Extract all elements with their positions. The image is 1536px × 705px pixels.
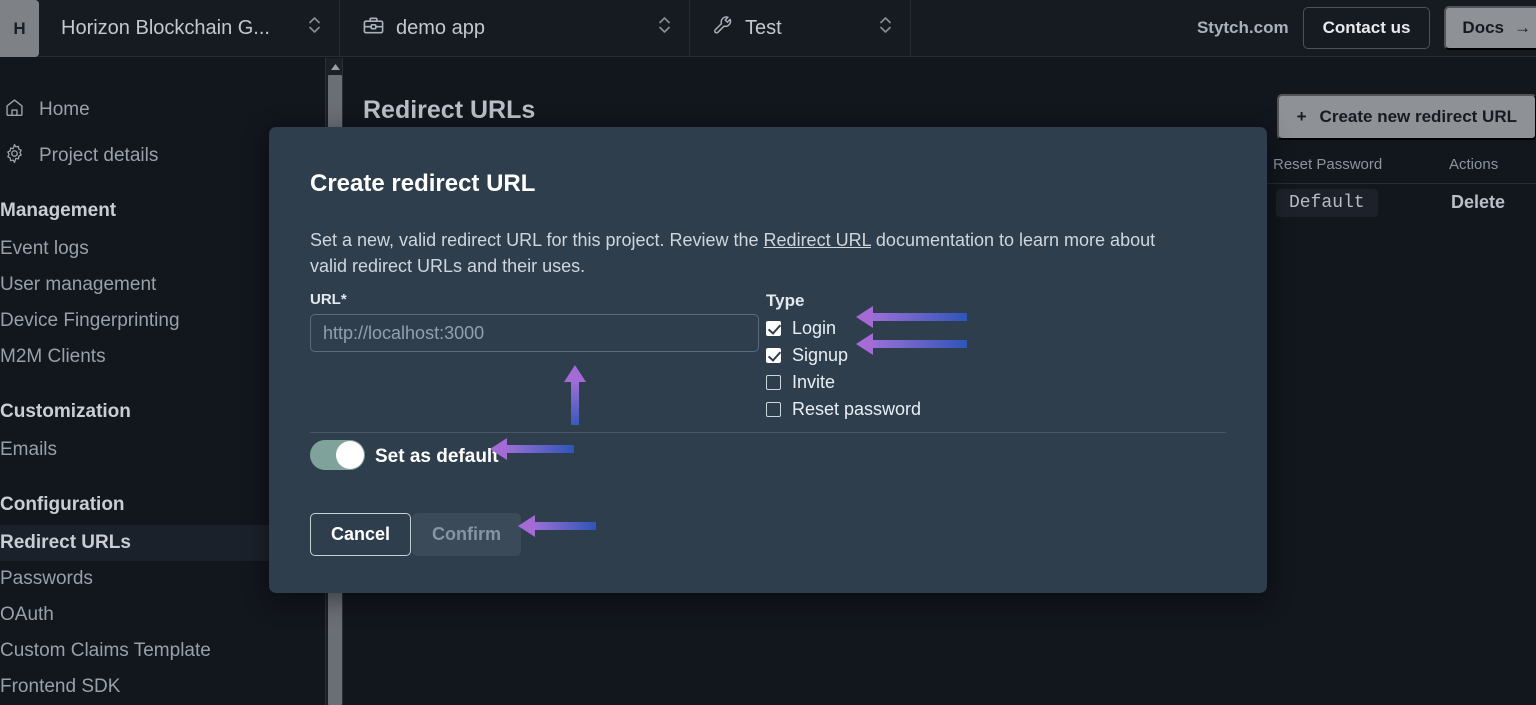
project-selector-label: Horizon Blockchain G... xyxy=(61,16,270,39)
checkbox-row-signup[interactable]: Signup xyxy=(766,345,848,366)
chevron-updown-icon xyxy=(282,14,321,42)
annotation-arrow-signup xyxy=(856,332,967,355)
checkbox-invite-label: Invite xyxy=(792,372,836,392)
checkbox-row-login[interactable]: Login xyxy=(766,318,836,339)
checkbox-login-icon[interactable] xyxy=(766,321,781,336)
chevron-updown-icon xyxy=(853,14,892,42)
wrench-icon xyxy=(712,14,734,42)
app-selector[interactable]: demo app xyxy=(340,0,690,56)
sidebar-item-emails[interactable]: Emails xyxy=(0,439,58,460)
create-redirect-url-modal: Create redirect URL Set a new, valid red… xyxy=(269,127,1267,593)
sidebar-group-configuration: Configuration xyxy=(0,494,125,515)
checkbox-row-reset-password[interactable]: Reset password xyxy=(766,399,921,420)
checkbox-signup-icon[interactable] xyxy=(766,348,781,363)
annotation-arrow-login xyxy=(856,305,967,328)
environment-selector-label: Test xyxy=(745,16,782,39)
stytch-com-link[interactable]: Stytch.com xyxy=(1196,18,1289,37)
sidebar-item-event-logs[interactable]: Event logs xyxy=(0,238,89,259)
sidebar-group-customization: Customization xyxy=(0,401,131,422)
toolbox-icon xyxy=(362,14,385,43)
column-header-actions: Actions xyxy=(1449,156,1499,173)
sidebar-group-management: Management xyxy=(0,200,117,221)
page-title: Redirect URLs xyxy=(363,96,536,124)
sidebar-item-custom-claims-template[interactable]: Custom Claims Template xyxy=(0,640,211,661)
checkbox-reset-password-label: Reset password xyxy=(792,399,922,419)
sidebar-item-redirect-urls[interactable]: Redirect URLs xyxy=(0,525,322,561)
delete-link[interactable]: Delete xyxy=(1451,192,1506,212)
sidebar-item-user-management[interactable]: User management xyxy=(0,274,157,295)
chevron-updown-icon xyxy=(632,14,671,42)
sidebar-item-oauth[interactable]: OAuth xyxy=(0,604,54,625)
url-input[interactable] xyxy=(310,314,759,352)
logo-initial: H xyxy=(13,18,26,38)
environment-selector[interactable]: Test xyxy=(690,0,911,56)
checkbox-login-label: Login xyxy=(792,318,837,338)
create-new-redirect-url-button[interactable]: + Create new redirect URL xyxy=(1276,94,1536,140)
table-row: Default Delete xyxy=(343,184,1536,224)
sidebar-item-m2m-clients[interactable]: M2M Clients xyxy=(0,346,106,367)
sidebar-item-frontend-sdk[interactable]: Frontend SDK xyxy=(0,676,121,697)
top-bar: H Horizon Blockchain G... demo app xyxy=(0,0,1536,57)
sidebar-item-device-fingerprinting[interactable]: Device Fingerprinting xyxy=(0,310,180,331)
sidebar: Home Project details Management Event lo… xyxy=(0,58,322,705)
project-selector[interactable]: Horizon Blockchain G... xyxy=(39,0,340,56)
checkbox-reset-password-icon[interactable] xyxy=(766,402,781,417)
sidebar-item-home-label: Home xyxy=(39,99,90,120)
column-header-reset-password: Reset Password xyxy=(1273,156,1383,173)
modal-description-text-before: Set a new, valid redirect URL for this p… xyxy=(310,230,764,250)
modal-description: Set a new, valid redirect URL for this p… xyxy=(310,227,1190,279)
annotation-arrow-url xyxy=(563,365,586,425)
modal-description-text-after: documentation to learn more about valid … xyxy=(310,230,1156,276)
sidebar-item-home[interactable]: Home xyxy=(0,92,322,128)
modal-divider xyxy=(310,432,1226,433)
toggle-knob xyxy=(336,441,364,469)
top-bar-actions: Stytch.com Contact us Docs → xyxy=(1197,0,1536,56)
annotation-arrow-set-as-default xyxy=(490,437,574,460)
scroll-up-arrow-icon[interactable] xyxy=(326,58,344,75)
type-group-label: Type xyxy=(766,291,805,310)
contact-us-button[interactable]: Contact us xyxy=(1302,7,1431,49)
url-field-label: URL* xyxy=(310,291,347,308)
home-icon xyxy=(4,97,25,124)
cancel-button[interactable]: Cancel xyxy=(310,513,412,556)
workspace-logo[interactable]: H xyxy=(0,0,39,57)
set-as-default-toggle[interactable] xyxy=(310,440,365,470)
create-new-redirect-url-label: Create new redirect URL xyxy=(1319,107,1517,126)
redirect-url-doc-link[interactable]: Redirect URL xyxy=(763,230,871,250)
checkbox-invite-icon[interactable] xyxy=(766,375,781,390)
set-as-default-label: Set as default xyxy=(375,446,499,467)
docs-button[interactable]: Docs → xyxy=(1444,6,1536,50)
app-selector-label: demo app xyxy=(396,16,485,39)
gear-icon xyxy=(4,143,25,170)
checkbox-signup-label: Signup xyxy=(792,345,849,365)
docs-label: Docs xyxy=(1462,18,1504,37)
cell-reset-password-badge: Default xyxy=(1276,189,1378,217)
modal-title: Create redirect URL xyxy=(310,170,536,197)
arrow-right-icon: → xyxy=(1514,18,1531,37)
sidebar-item-passwords[interactable]: Passwords xyxy=(0,568,93,589)
sidebar-item-project-details-label: Project details xyxy=(39,145,159,166)
plus-icon: + xyxy=(1296,107,1307,126)
confirm-button: Confirm xyxy=(412,513,521,556)
checkbox-row-invite[interactable]: Invite xyxy=(766,372,835,393)
annotation-arrow-confirm xyxy=(518,514,596,537)
sidebar-item-project-details[interactable]: Project details xyxy=(0,138,322,174)
